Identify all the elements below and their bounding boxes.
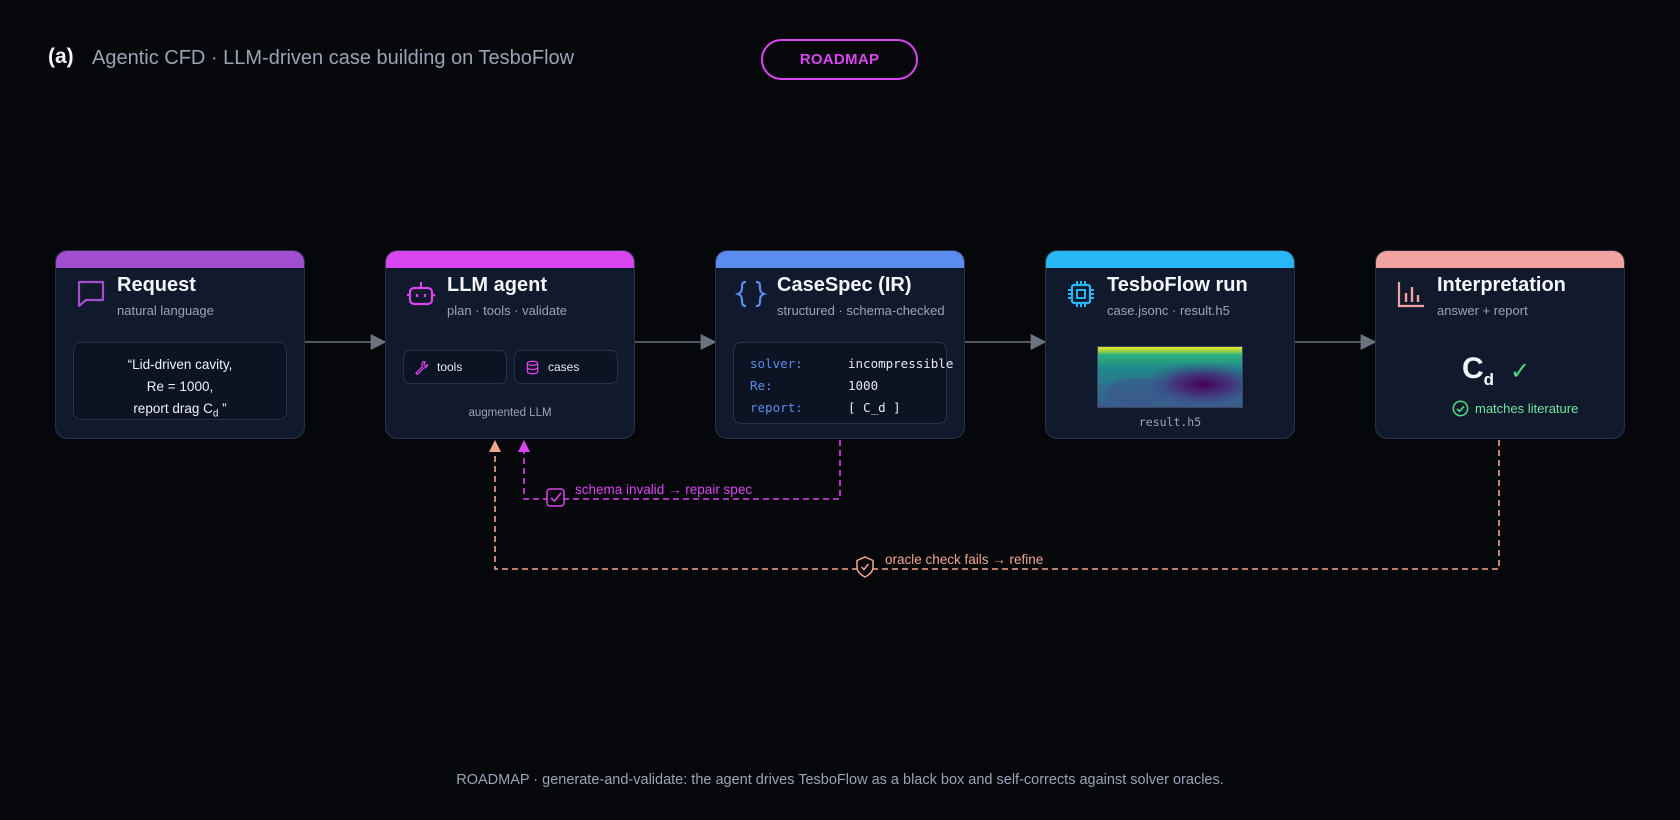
shield-check-icon bbox=[856, 556, 874, 578]
result-file-label: result.h5 bbox=[1138, 415, 1202, 429]
run-subtitle: case.jsonc · result.h5 bbox=[1107, 303, 1230, 318]
chat-bubble-icon bbox=[77, 280, 105, 308]
request-quote: “Lid-driven cavity, Re = 1000, report dr… bbox=[73, 342, 287, 420]
interpretation-title: Interpretation bbox=[1437, 274, 1566, 296]
wrench-icon bbox=[415, 360, 429, 375]
oracle-loop-arrowhead bbox=[489, 440, 501, 452]
cases-chip: cases bbox=[514, 350, 618, 384]
code-value: incompressible bbox=[848, 356, 954, 371]
flow-field-heatmap bbox=[1097, 346, 1243, 408]
panel-tag: (a) bbox=[48, 45, 74, 68]
request-topbar bbox=[56, 251, 304, 268]
agent-topbar bbox=[386, 251, 634, 268]
quote-line-3: report drag Cd ” bbox=[133, 401, 227, 420]
agent-title: LLM agent bbox=[447, 274, 547, 296]
request-subtitle: natural language bbox=[117, 303, 214, 318]
repair-loop-arrowhead bbox=[518, 440, 530, 452]
literature-match-label: matches literature bbox=[1475, 401, 1579, 416]
casespec-subtitle: structured · schema-checked bbox=[777, 303, 945, 318]
interpretation-topbar bbox=[1376, 251, 1624, 268]
cases-chip-label: cases bbox=[548, 360, 580, 374]
oracle-loop-label: oracle check fails → refine bbox=[885, 552, 1044, 567]
figure-caption: ROADMAP · generate-and-validate: the age… bbox=[456, 772, 1224, 788]
bar-chart-icon bbox=[1397, 282, 1424, 308]
code-key: Re: bbox=[750, 378, 773, 393]
database-icon bbox=[526, 360, 539, 374]
code-value: 1000 bbox=[848, 378, 879, 393]
drag-coefficient-symbol: Cd bbox=[1462, 352, 1495, 389]
braces-icon bbox=[735, 280, 767, 308]
casespec-code: solver: incompressible Re: 1000 report: … bbox=[733, 342, 953, 424]
robot-icon bbox=[407, 282, 435, 306]
quote-line-2: Re = 1000, bbox=[146, 379, 214, 394]
request-title: Request bbox=[117, 274, 196, 296]
check-circle-icon bbox=[1452, 400, 1469, 417]
code-key: solver: bbox=[750, 356, 803, 371]
request-node: Request natural language “Lid-driven cav… bbox=[55, 250, 305, 439]
roadmap-badge: ROADMAP bbox=[761, 39, 918, 80]
checkmark-icon: ✓ bbox=[1510, 358, 1531, 385]
quote-line-1: “Lid-driven cavity, bbox=[127, 357, 233, 372]
oracle-loop-line bbox=[494, 440, 1500, 570]
run-title: TesboFlow run bbox=[1107, 274, 1248, 296]
run-topbar bbox=[1046, 251, 1294, 268]
casespec-node: CaseSpec (IR) structured · schema-checke… bbox=[715, 250, 965, 439]
run-node: TesboFlow run case.jsonc · result.h5 bbox=[1045, 250, 1295, 439]
augmented-llm-label: augmented LLM bbox=[468, 407, 552, 419]
code-key: report: bbox=[750, 400, 803, 415]
agent-subtitle: plan · tools · validate bbox=[447, 303, 567, 318]
code-value: [ C_d ] bbox=[848, 400, 901, 415]
page-title: Agentic CFD · LLM-driven case building o… bbox=[92, 47, 575, 69]
agent-node: LLM agent plan · tools · validate tools … bbox=[385, 250, 635, 439]
interpretation-subtitle: answer + report bbox=[1437, 303, 1528, 318]
cpu-chip-icon bbox=[1068, 281, 1094, 307]
tools-chip: tools bbox=[403, 350, 507, 384]
repair-loop-label: schema invalid → repair spec bbox=[575, 482, 753, 497]
casespec-topbar bbox=[716, 251, 964, 268]
interpretation-node: Interpretation answer + report Cd ✓ matc… bbox=[1375, 250, 1625, 439]
checkbox-icon bbox=[546, 488, 565, 507]
casespec-title: CaseSpec (IR) bbox=[777, 274, 912, 296]
literature-match-status: matches literature bbox=[1452, 400, 1578, 417]
tools-chip-label: tools bbox=[437, 360, 463, 374]
